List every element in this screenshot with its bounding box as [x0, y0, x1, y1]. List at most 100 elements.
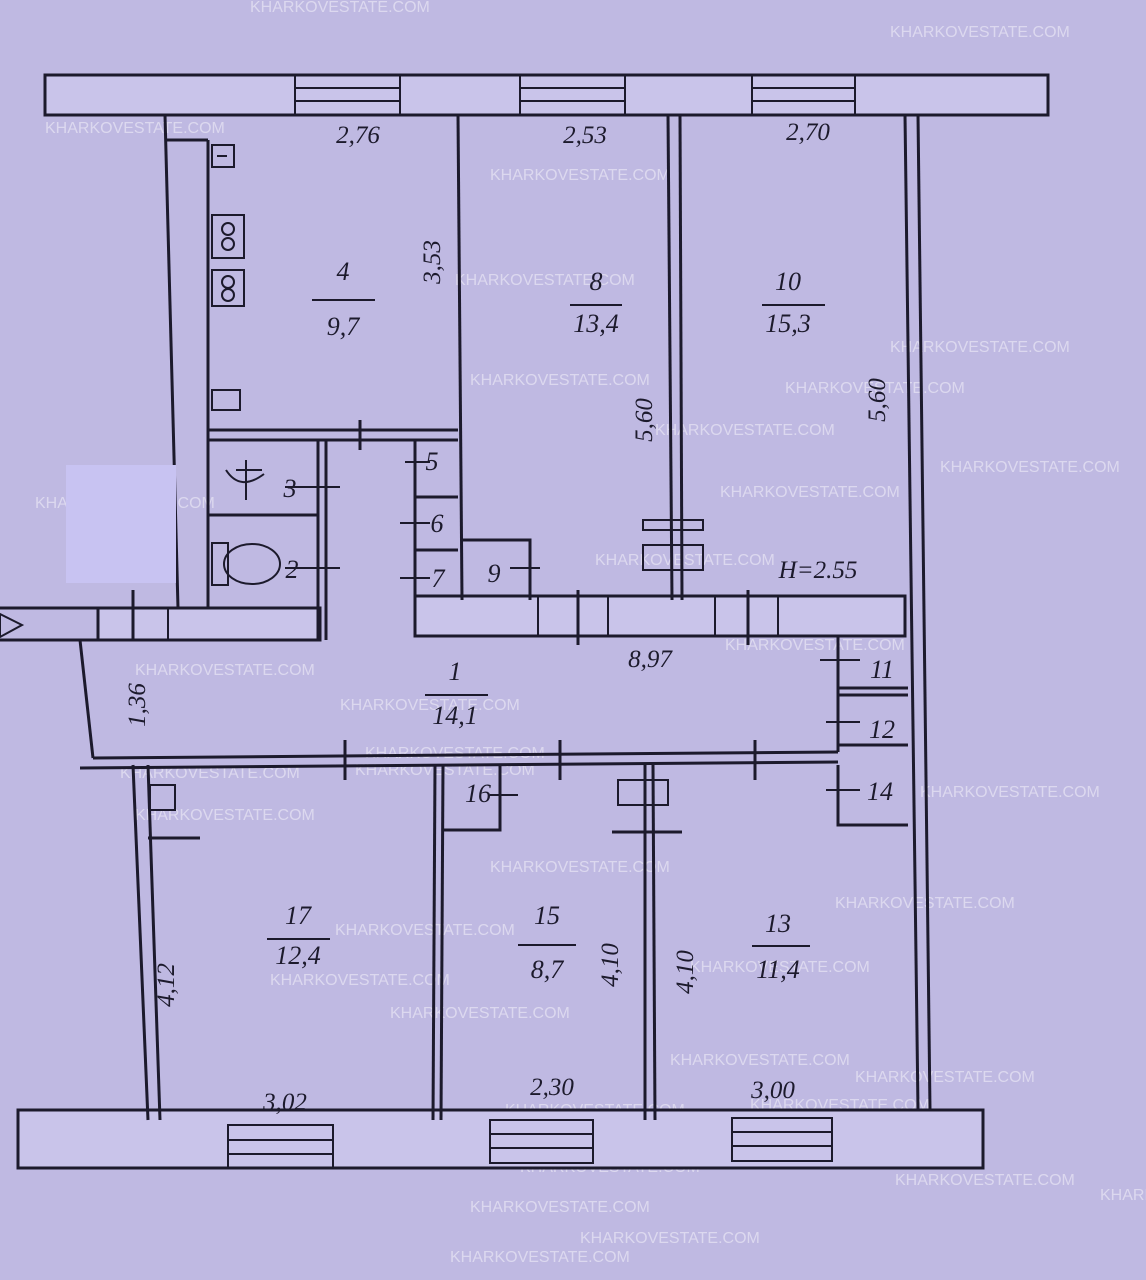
watermark-text: KHARKOVESTATE.COM: [120, 765, 300, 782]
watermark-text: KHARKOVESTATE.COM: [470, 372, 650, 389]
room-14-number: 14: [867, 777, 893, 806]
room14-walls: [836, 765, 908, 827]
room-12-number: 12: [869, 715, 895, 744]
bottom-wall: [16, 1108, 985, 1170]
watermark-text: KHARKOVESTATE.COM: [890, 24, 1070, 41]
wall-17-15: [431, 764, 437, 1121]
fixtures: [149, 144, 704, 811]
room-1-area: 14,1: [432, 701, 478, 730]
room-10-number: 10: [775, 267, 801, 296]
room-17-area: 12,4: [275, 941, 321, 970]
room-9-number: 9: [488, 559, 501, 588]
watermark-text: KHARKOVESTATE.COM: [45, 120, 225, 137]
dim-room10-height: 5,60: [864, 378, 891, 422]
entrance-wall: [96, 606, 322, 642]
watermark-text: KHARKOVESTATE.COM: [455, 272, 635, 289]
dim-room4-height: 3,53: [419, 240, 446, 285]
room-10-area: 15,3: [765, 309, 811, 338]
watermark-text: KHARKOVESTATE.COM: [835, 895, 1015, 912]
room-4-area: 9,7: [327, 312, 361, 341]
room-3-number: 3: [283, 474, 297, 503]
watermark-text: KHARKOVESTATE.COM: [720, 484, 900, 501]
room-6-number: 6: [431, 509, 444, 538]
room16-walls: [443, 765, 502, 832]
window-top-right: [751, 74, 856, 116]
watermark-text: KHARKOVESTATE.COM: [335, 922, 515, 939]
right-wall-inner: [903, 114, 920, 1111]
watermark-text: KHARKOVESTATE.COM: [250, 0, 430, 16]
watermark-text: KHARKOVESTATE.COM: [450, 1249, 630, 1266]
room-15-area: 8,7: [531, 955, 565, 984]
watermark-text: KHARKOVESTATE.COM: [895, 1172, 1075, 1189]
dim-room13-height: 4,10: [672, 950, 699, 994]
window-bottom-mid: [489, 1119, 594, 1164]
dim-corridor-width: 1,36: [124, 683, 151, 727]
window-bottom-right: [731, 1117, 833, 1162]
watermark-text: KHARKOVESTATE.COM: [490, 859, 670, 876]
stove-icon: [211, 214, 245, 307]
room-15-number: 15: [534, 901, 560, 930]
watermark-text: KHARKOVESTATE.COM: [135, 662, 315, 679]
room-13-number: 13: [765, 909, 791, 938]
corridor-left-wall: [78, 639, 95, 759]
radiator-icon-room16: [617, 779, 669, 806]
watermark-text: KHARKOVESTATE.COM: [470, 1199, 650, 1216]
watermark-text: KHARKOVESTATE.COM: [490, 167, 670, 184]
room-8-area: 13,4: [573, 309, 619, 338]
watermark-text: KHARKOVESTATE.COM: [135, 807, 315, 824]
top-wall: [43, 73, 1050, 117]
redaction-block: [66, 465, 176, 583]
corridor-bottom-wall: [92, 750, 839, 760]
radiator-icon: [211, 389, 241, 411]
watermark-text: KHARKOVESTATE.COM: [270, 972, 450, 989]
room-13-area: 11,4: [756, 955, 800, 984]
dim-bottom-mid: 2,30: [530, 1074, 574, 1101]
watermark-text: KHARKOVESTATE.COM: [655, 422, 835, 439]
room9-walls: [462, 538, 532, 600]
room-2-number: 2: [286, 555, 299, 584]
dimension-labels: 2,76 2,53 2,70 3,53 5,60 5,60 1,36 8,97 …: [124, 119, 891, 1116]
left-wall-lower-inner: [146, 764, 162, 1121]
toilet-icon: [211, 542, 281, 586]
room-5-number: 5: [426, 447, 439, 476]
wall-8-10: [666, 114, 674, 601]
watermark-text: KHARKOVESTATE.COM: [595, 552, 775, 569]
watermark-text: KHARKOVESTATE.COM: [365, 745, 545, 762]
watermark-text: KHARKOVESTATE.COM: [670, 1052, 850, 1069]
watermark-text: KHARKOVESTATE.COM: [340, 697, 520, 714]
dim-room8-height: 5,60: [631, 398, 658, 442]
watermark-text: KHARKOVESTATE.COM: [580, 1230, 760, 1247]
dim-top-right: 2,70: [786, 119, 830, 146]
room-labels: 4 9,7 8 13,4 10 15,3 1 14,1 17 12,4 15 8…: [267, 257, 895, 984]
watermark-text: KHARKOVESTATE.COM: [940, 459, 1120, 476]
right-wall-outer: [916, 114, 932, 1111]
corridor-top-wall: [413, 594, 907, 638]
watermark-text: KHARKOVESTATE.COM: [920, 784, 1100, 801]
room-7-number: 7: [432, 564, 446, 593]
watermark-text: KHARKOVESTATE.COM: [690, 959, 870, 976]
dim-bottom-left: 3,02: [262, 1089, 307, 1116]
entrance: [0, 590, 322, 642]
dim-bottom-right: 3,00: [750, 1077, 795, 1104]
ceiling-height: H=2.55: [778, 557, 858, 584]
kitchen-sink-icon: [211, 144, 235, 168]
corridor-bottom-wall-outer: [79, 760, 839, 770]
window-top-mid: [519, 74, 626, 116]
room-1-number: 1: [449, 657, 462, 686]
room-4-number: 4: [337, 257, 350, 286]
dim-top-left: 2,76: [336, 122, 380, 149]
dim-room15-height: 4,10: [597, 943, 624, 987]
watermark-text: KHARKOVESTATE.COM: [890, 339, 1070, 356]
watermark-text: KHARKOVESTATE.COM: [390, 1005, 570, 1022]
watermark-text: KHARKOVESTATE.COM: [855, 1069, 1035, 1086]
window-bottom-left: [227, 1124, 334, 1169]
room-11-number: 11: [870, 655, 894, 684]
corridor: [78, 590, 907, 770]
dim-room17-height: 4,12: [153, 963, 180, 1007]
watermark-text: KHARKOVESTATE.COM: [1100, 1187, 1146, 1204]
wall-8-10-outer: [678, 114, 684, 601]
lower-interior-walls: [148, 740, 908, 1121]
room-17-number: 17: [285, 901, 312, 930]
